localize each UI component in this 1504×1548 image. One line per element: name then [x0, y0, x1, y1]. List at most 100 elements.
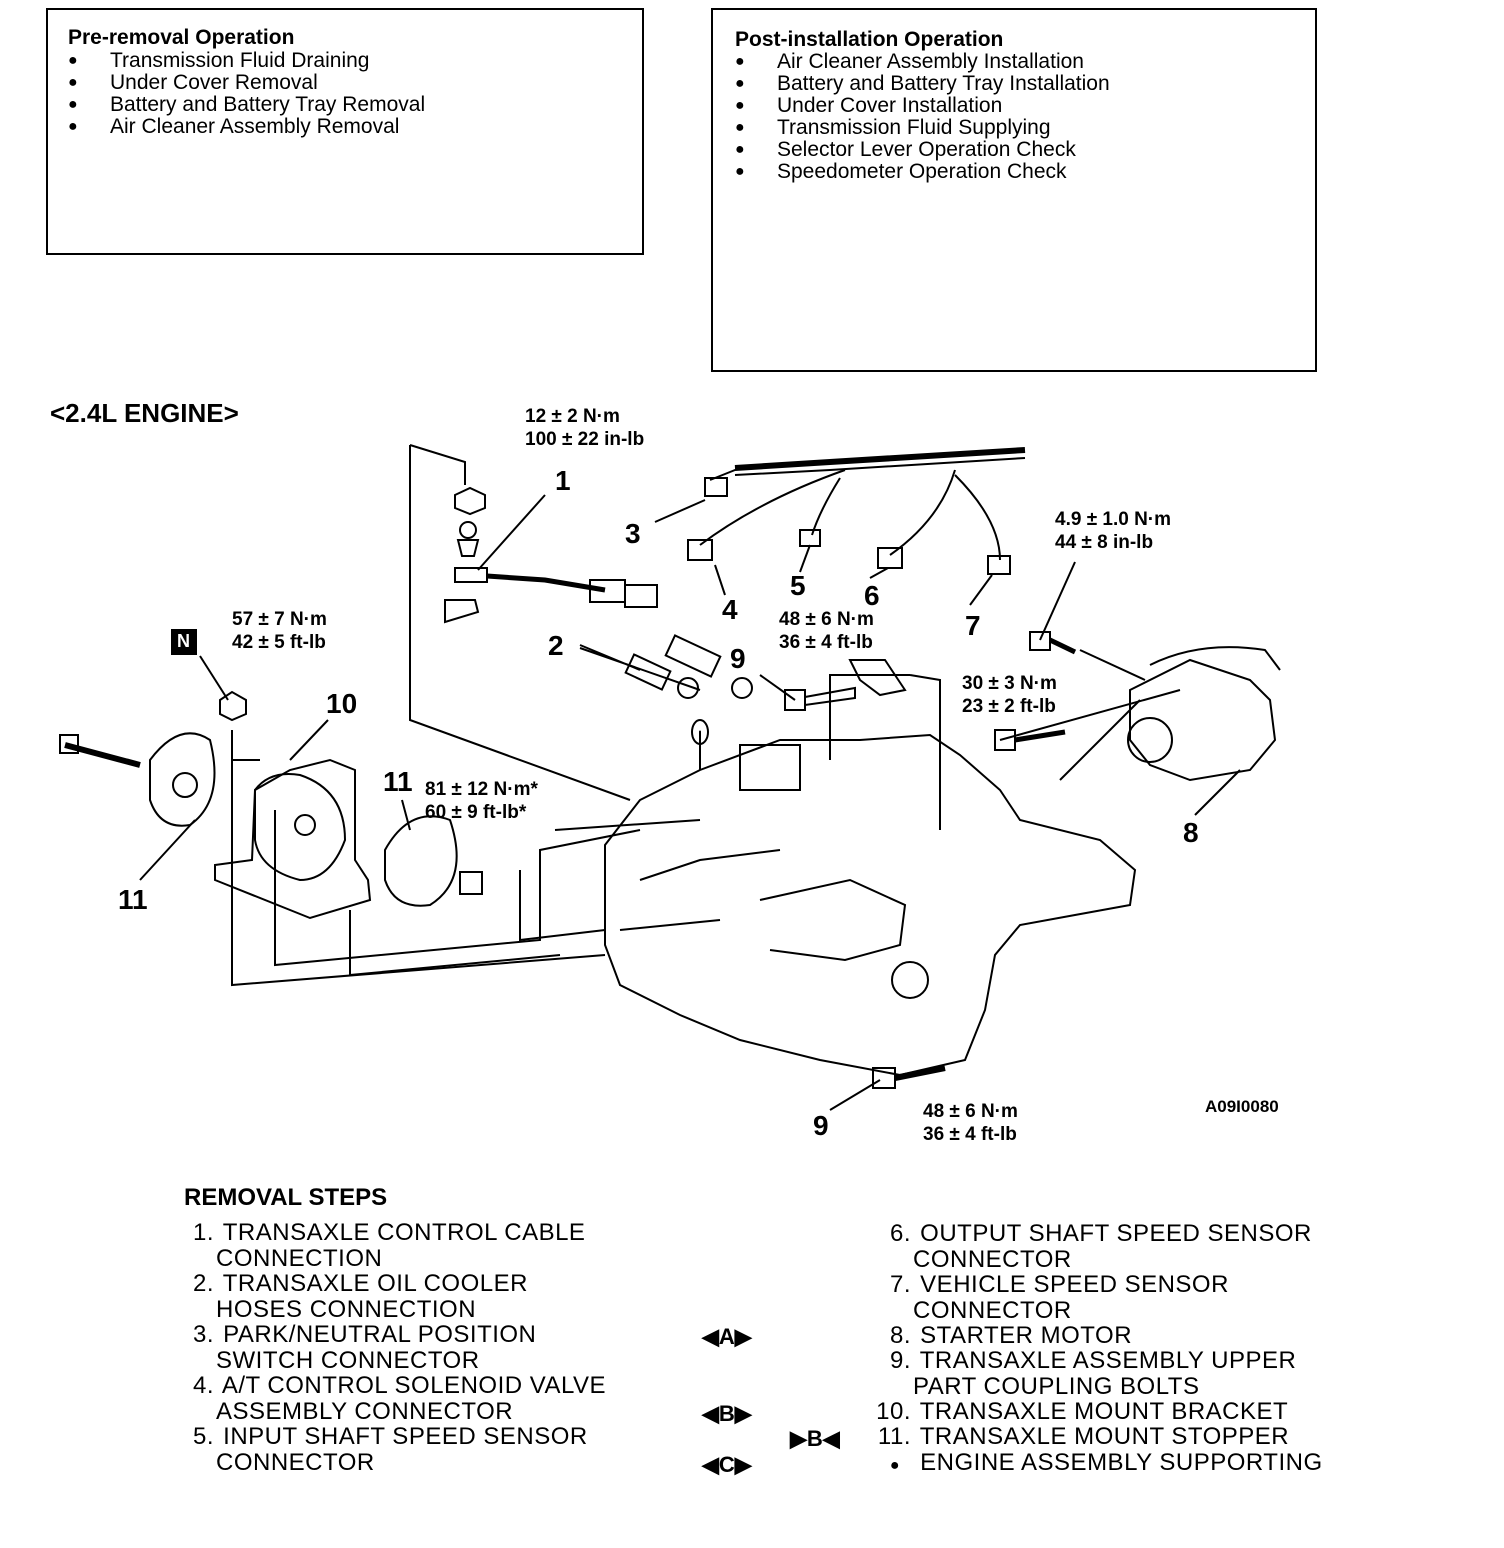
reference-line: [1060, 700, 1140, 780]
callout-9-upper: 9: [730, 643, 746, 674]
nut: [455, 488, 485, 514]
step-text: TRANSAXLE MOUNT BRACKET: [919, 1398, 1289, 1425]
step-item: 11. TRANSAXLE MOUNT STOPPER: [866, 1424, 1289, 1450]
clip: [458, 540, 478, 556]
step-text: CONNECTOR: [216, 1449, 375, 1476]
step-number: 7.: [889, 1271, 911, 1298]
step-number: 9.: [889, 1347, 911, 1374]
bracket: [850, 660, 905, 695]
engine-label: <2.4L ENGINE>: [50, 398, 239, 428]
torque-spec-2: 57 ± 7 N·m 42 ± 5 ft-lb: [232, 608, 327, 654]
callout-leader: [1040, 562, 1075, 640]
marker-a: ◀A▶: [702, 1324, 752, 1349]
starter-gear: [1128, 718, 1172, 762]
step-item-cont: ASSEMBLY CONNECTOR: [216, 1399, 513, 1425]
torque-spec-7: 48 ± 6 N·m 36 ± 4 ft-lb: [923, 1100, 1018, 1146]
callout-leader: [478, 495, 545, 570]
wire-harness: [735, 450, 1025, 468]
step-number: 11.: [877, 1423, 911, 1450]
reference-line: [350, 910, 560, 975]
mount-rubber: [255, 774, 345, 880]
pre-removal-title: Pre-removal Operation: [68, 26, 295, 49]
case-detail: [640, 850, 780, 880]
hose-clamp: [732, 678, 752, 698]
bolt-head: [1030, 632, 1050, 650]
reference-line: [910, 675, 940, 830]
step-text: PARK/NEUTRAL POSITION: [223, 1321, 537, 1348]
harness-branch: [700, 470, 845, 545]
reference-line: [1080, 650, 1145, 680]
reference-line: [410, 445, 465, 485]
step-number: 3.: [192, 1321, 214, 1348]
step-item: 4. A/T CONTROL SOLENOID VALVE: [182, 1373, 606, 1399]
connector-5: [800, 530, 820, 546]
step-item-cont: CONNECTION: [216, 1246, 382, 1272]
case-detail: [760, 880, 905, 960]
list-item: Under Cover Removal: [68, 72, 425, 95]
step-text: TRANSAXLE CONTROL CABLE: [222, 1219, 586, 1246]
bolt-shaft: [1015, 732, 1065, 740]
torque-imperial: 44 ± 8 in-lb: [1055, 532, 1154, 553]
step-text: A/T CONTROL SOLENOID VALVE: [221, 1372, 607, 1399]
figure-code: A09I0080: [1205, 1097, 1279, 1116]
step-text: SWITCH CONNECTOR: [216, 1347, 480, 1374]
harness-branch: [812, 478, 840, 535]
cable-boot: [625, 585, 657, 607]
callout-4: 4: [722, 594, 738, 625]
step-item: 5. INPUT SHAFT SPEED SENSOR: [182, 1424, 588, 1450]
step-item: 6. OUTPUT SHAFT SPEED SENSOR: [879, 1221, 1312, 1247]
step-number: 5.: [192, 1423, 214, 1450]
reference-line: [830, 675, 910, 760]
bolt-head: [995, 730, 1015, 750]
step-item: 3. PARK/NEUTRAL POSITION: [182, 1322, 536, 1348]
starter-wire: [1150, 647, 1280, 670]
reference-line: [410, 445, 630, 800]
step-item: ● ENGINE ASSEMBLY SUPPORTING: [879, 1450, 1323, 1479]
callout-leader: [580, 645, 700, 690]
harness-branch: [890, 470, 955, 555]
callout-leader: [655, 500, 705, 522]
cooler-hose: [666, 635, 721, 676]
step-text: TRANSAXLE ASSEMBLY UPPER: [919, 1347, 1297, 1374]
callout-2: 2: [548, 630, 564, 661]
step-number: 10.: [876, 1398, 911, 1425]
torque-metric: 57 ± 7 N·m: [232, 609, 327, 630]
connector-6: [878, 548, 902, 568]
callout-6: 6: [864, 580, 880, 611]
callout-5: 5: [790, 570, 806, 601]
step-item-cont: PART COUPLING BOLTS: [913, 1374, 1199, 1400]
step-item: 7. VEHICLE SPEED SENSOR: [879, 1272, 1229, 1298]
n-badge-box: [172, 630, 196, 654]
torque-metric: 48 ± 6 N·m: [923, 1101, 1018, 1122]
list-item: Transmission Fluid Draining: [68, 50, 425, 73]
step-number: 1.: [192, 1219, 214, 1246]
post-installation-list: Air Cleaner Assembly Installation Batter…: [735, 51, 1110, 184]
callout-leader: [870, 568, 888, 578]
callout-leader: [830, 1080, 880, 1110]
callout-10: 10: [326, 688, 358, 719]
callout-leader: [715, 565, 725, 595]
torque-imperial: 42 ± 5 ft-lb: [232, 632, 326, 653]
post-installation-box: Post-installation Operation Air Cleaner …: [711, 8, 1317, 372]
list-item: Air Cleaner Assembly Installation: [735, 51, 1110, 74]
bolt-shaft: [1050, 640, 1075, 652]
callout-7: 7: [965, 610, 981, 641]
transaxle-case: [605, 735, 1135, 1075]
step-text: INPUT SHAFT SPEED SENSOR: [223, 1423, 588, 1450]
bolt: [65, 745, 140, 765]
reference-line: [555, 820, 700, 830]
torque-spec-3: 48 ± 6 N·m 36 ± 4 ft-lb: [779, 608, 874, 654]
callout-3: 3: [625, 518, 641, 549]
torque-metric: 30 ± 3 N·m: [962, 673, 1057, 694]
bolt-shaft: [805, 688, 855, 705]
mount-stopper-11: [150, 733, 215, 825]
step-item-cont: CONNECTOR: [216, 1450, 375, 1476]
control-cable: [487, 576, 605, 590]
callout-leader: [290, 720, 328, 760]
torque-imperial: 23 ± 2 ft-lb: [962, 696, 1056, 717]
step-text: VEHICLE SPEED SENSOR: [920, 1271, 1229, 1298]
step-text: CONNECTOR: [913, 1297, 1072, 1324]
reference-line: [275, 810, 640, 965]
torque-imperial: 60 ± 9 ft-lb*: [425, 802, 527, 823]
step-number: 8.: [889, 1322, 911, 1349]
